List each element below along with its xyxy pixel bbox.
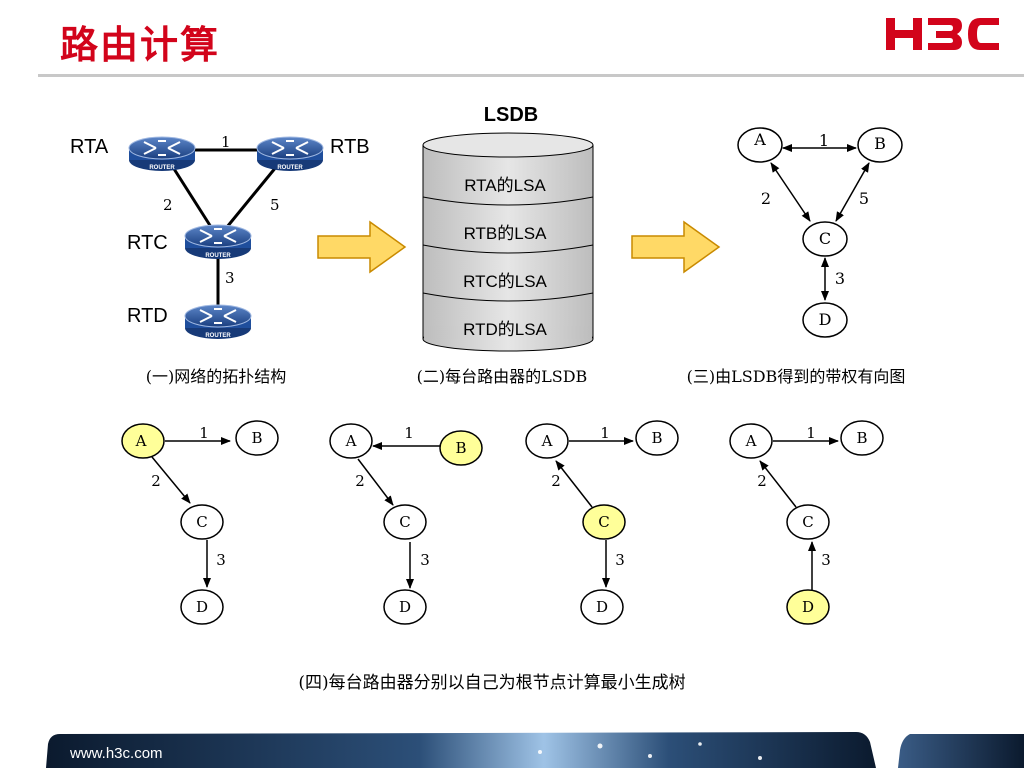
graph-nodes bbox=[737, 127, 903, 338]
tree-node-a: A bbox=[135, 432, 147, 450]
graph-node-a: A bbox=[753, 130, 766, 149]
lsdb-entry: RTA的LSA bbox=[464, 176, 546, 195]
router-label-rtb: RTB bbox=[330, 136, 370, 158]
graph-weight-cd: 3 bbox=[835, 269, 845, 288]
router-label-rtc: RTC bbox=[127, 232, 168, 254]
lsdb-entry: RTC的LSA bbox=[463, 272, 547, 291]
footer-url[interactable]: www.h3c.com bbox=[70, 745, 163, 762]
tree-weight: 3 bbox=[216, 551, 226, 569]
link-cost-cd: 3 bbox=[225, 269, 235, 287]
caption-lsdb: (二)每台路由器的LSDB bbox=[417, 367, 588, 386]
spf-tree-a: A B C D 1 2 3 bbox=[121, 420, 279, 625]
graph-weight-bc: 5 bbox=[859, 189, 869, 208]
title-divider bbox=[38, 74, 1024, 77]
spf-tree-d: A B C D 1 2 3 bbox=[729, 420, 884, 625]
tree-node-c: C bbox=[802, 513, 813, 531]
tree-weight: 2 bbox=[551, 472, 561, 490]
tree-weight: 1 bbox=[404, 424, 414, 442]
router-badge: ROUTER bbox=[205, 333, 231, 339]
routing-diagram: ROUTER ROUTER ROUTER ROUTER RTA RTB RTC … bbox=[70, 104, 906, 693]
tree-node-a: A bbox=[745, 432, 757, 450]
tree-weight: 3 bbox=[615, 551, 625, 569]
tree-node-b: B bbox=[651, 429, 662, 447]
lsdb-entry: RTB的LSA bbox=[464, 224, 547, 243]
link-cost-ac: 2 bbox=[163, 196, 173, 214]
link-cost-ab: 1 bbox=[221, 133, 231, 151]
graph-node-b: B bbox=[874, 134, 886, 153]
tree-node-b: B bbox=[455, 439, 466, 457]
caption-graph: (三)由LSDB得到的带权有向图 bbox=[687, 367, 906, 386]
flow-arrow-1 bbox=[317, 220, 407, 274]
lsdb-title: LSDB bbox=[484, 104, 538, 126]
tree-node-b: B bbox=[856, 429, 867, 447]
tree-weight: 3 bbox=[420, 551, 430, 569]
tree-node-c: C bbox=[399, 513, 410, 531]
tree-node-d: D bbox=[399, 598, 411, 616]
tree-weight: 2 bbox=[355, 472, 365, 490]
graph-weight-ac: 2 bbox=[761, 189, 771, 208]
graph-node-c: C bbox=[819, 229, 831, 248]
footer-banner bbox=[0, 728, 1024, 768]
spf-tree-b: A B C D 1 2 3 bbox=[329, 423, 483, 625]
tree-node-d: D bbox=[596, 598, 608, 616]
h3c-logo bbox=[884, 14, 1004, 59]
tree-node-a: A bbox=[345, 432, 357, 450]
tree-node-c: C bbox=[598, 513, 609, 531]
tree-node-d: D bbox=[802, 598, 814, 616]
tree-weight: 1 bbox=[199, 424, 209, 442]
page-title: 路由计算 bbox=[60, 23, 221, 67]
caption-spf-trees: (四)每台路由器分别以自己为根节点计算最小生成树 bbox=[298, 673, 685, 693]
graph-node-d: D bbox=[819, 310, 832, 329]
graph-weight-ab: 1 bbox=[819, 131, 829, 150]
link-cost-bc: 5 bbox=[270, 196, 280, 214]
tree-node-a: A bbox=[541, 432, 553, 450]
router-label-rtd: RTD bbox=[127, 305, 168, 327]
router-badge: ROUTER bbox=[277, 165, 303, 171]
tree-weight: 3 bbox=[821, 551, 831, 569]
router-badge: ROUTER bbox=[149, 165, 175, 171]
router-badge: ROUTER bbox=[205, 253, 231, 259]
flow-arrow-2 bbox=[631, 220, 721, 274]
tree-weight: 1 bbox=[600, 424, 610, 442]
tree-weight: 1 bbox=[806, 424, 816, 442]
caption-topology: (一)网络的拓扑结构 bbox=[146, 367, 287, 386]
tree-weight: 2 bbox=[757, 472, 767, 490]
lsdb-entry: RTD的LSA bbox=[463, 320, 547, 339]
spf-tree-c: A B C D 1 2 3 bbox=[525, 420, 679, 625]
tree-node-d: D bbox=[196, 598, 208, 616]
tree-node-c: C bbox=[196, 513, 207, 531]
tree-weight: 2 bbox=[151, 472, 161, 490]
lsdb-cylinder bbox=[422, 132, 594, 352]
graph-edges bbox=[770, 144, 870, 301]
tree-node-b: B bbox=[251, 429, 262, 447]
router-label-rta: RTA bbox=[70, 136, 109, 158]
